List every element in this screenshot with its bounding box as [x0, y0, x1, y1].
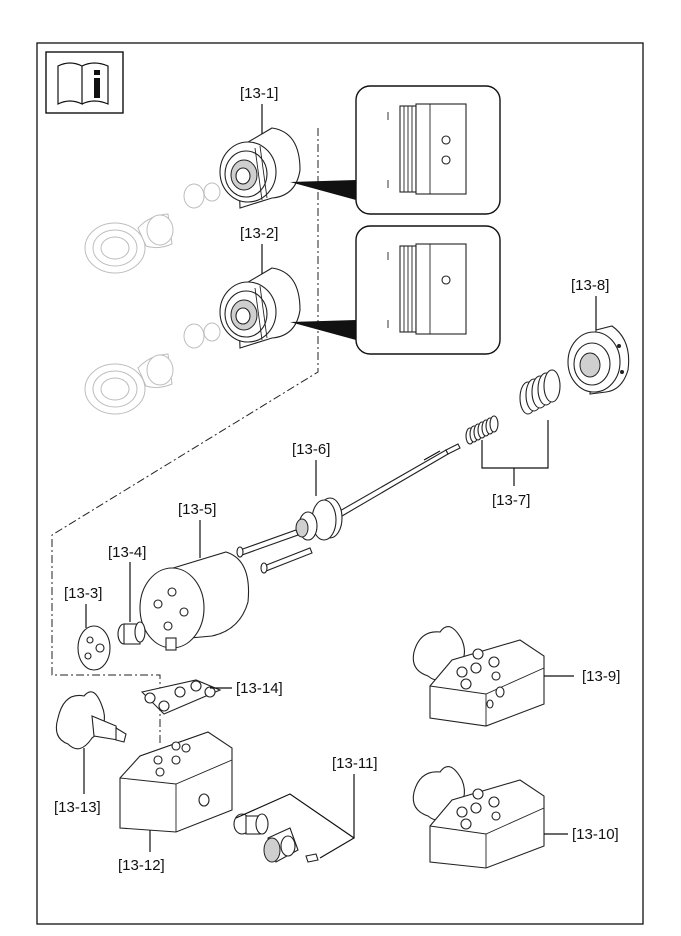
callout-detail-13-2 — [388, 244, 466, 334]
part-13-12 — [120, 732, 232, 832]
part-13-6 — [296, 498, 342, 540]
label-13-13: [13-13] — [54, 799, 101, 816]
part-13-2 — [220, 268, 300, 348]
part-13-9 — [413, 627, 544, 726]
label-13-4: [13-4] — [108, 544, 146, 561]
part-13-13 — [56, 692, 126, 749]
part-13-7-large-spring — [520, 370, 560, 414]
label-13-3: [13-3] — [64, 585, 102, 602]
part-13-8 — [568, 326, 629, 394]
part-13-4 — [118, 622, 145, 644]
callout-pointer-13-2 — [290, 320, 356, 340]
label-13-14: [13-14] — [236, 680, 283, 697]
callout-pointer-13-1 — [290, 180, 356, 200]
part-13-3 — [78, 626, 110, 670]
needle-shaft — [338, 444, 460, 516]
part-13-11 — [234, 814, 318, 862]
label-13-5: [13-5] — [178, 501, 216, 518]
label-13-7: [13-7] — [492, 492, 530, 509]
manual-info-icon — [46, 52, 123, 113]
part-13-2-ghost-parts — [85, 323, 220, 414]
label-13-11: [13-11] — [332, 755, 378, 772]
label-13-10: [13-10] — [572, 826, 619, 843]
callout-detail-13-1 — [388, 104, 466, 194]
part-13-5 — [140, 552, 249, 650]
label-13-8: [13-8] — [571, 277, 609, 294]
part-13-14 — [142, 680, 220, 714]
part-13-7-small-spring — [466, 416, 498, 444]
part-13-10 — [413, 767, 544, 868]
label-13-2: [13-2] — [240, 225, 278, 242]
part-13-1 — [220, 128, 300, 208]
label-13-1: [13-1] — [240, 85, 278, 102]
label-13-12: [13-12] — [118, 857, 165, 874]
part-13-1-ghost-parts — [85, 183, 220, 273]
label-13-6: [13-6] — [292, 441, 330, 458]
label-13-9: [13-9] — [582, 668, 620, 685]
